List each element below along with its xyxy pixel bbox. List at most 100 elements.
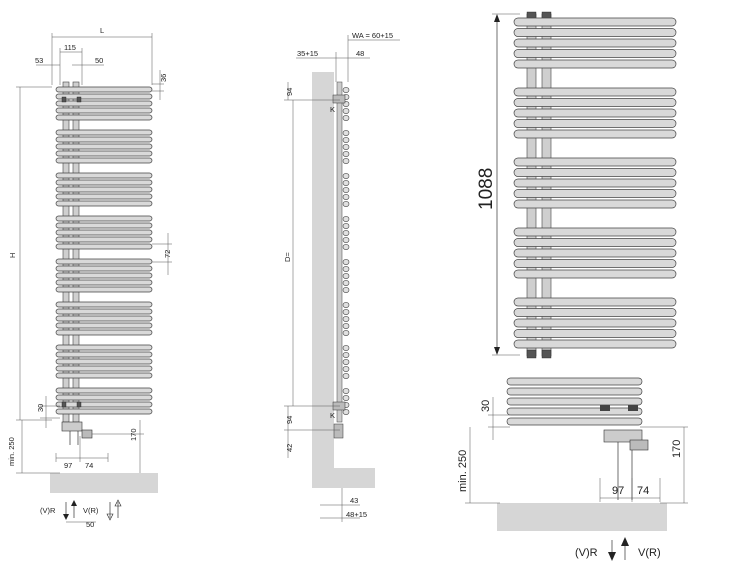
detail-lower-bracket	[600, 405, 610, 411]
front-tube	[55, 387, 153, 394]
detail-tube	[513, 248, 677, 258]
dim-94-top: 94	[285, 88, 294, 96]
detail-tube	[513, 308, 677, 317]
front-tube	[55, 179, 153, 186]
side-tube-section	[342, 366, 350, 372]
label-v-r-detail: V(R)	[638, 547, 661, 559]
side-tube-section	[342, 302, 350, 308]
detail-tube	[513, 38, 677, 48]
front-tube	[55, 308, 153, 315]
side-tube-section	[342, 87, 350, 93]
side-tube-section	[342, 388, 350, 394]
side-tube-section	[342, 223, 350, 229]
detail-tube	[513, 339, 677, 349]
detail-lower-tube	[506, 387, 643, 396]
dim-115: 115	[64, 43, 76, 52]
side-tube-section	[342, 273, 350, 279]
dim-170-front: 170	[129, 428, 138, 441]
front-tube	[55, 372, 153, 379]
front-tube	[55, 215, 153, 222]
side-tube-section	[342, 130, 350, 136]
side-floor	[312, 468, 375, 488]
side-tube-section	[342, 108, 350, 114]
side-tube-section	[342, 409, 350, 415]
front-cap-left	[61, 96, 67, 103]
detail-tube	[513, 59, 677, 69]
front-tube	[55, 93, 153, 100]
detail-tube	[513, 87, 677, 97]
dim-170-detail: 170	[671, 440, 683, 458]
side-tube-section	[342, 137, 350, 143]
dim-43: 43	[350, 496, 358, 505]
front-tube	[55, 365, 153, 372]
front-tube	[55, 351, 153, 358]
detail-cap-bl	[526, 349, 537, 359]
side-wall	[312, 72, 334, 487]
side-tube-section	[342, 151, 350, 157]
dim-53: 53	[35, 56, 43, 65]
front-tube	[55, 279, 153, 286]
side-valve	[333, 423, 344, 439]
dim-42: 42	[285, 444, 294, 452]
front-tube	[55, 358, 153, 365]
dim-min250-detail: min. 250	[457, 450, 469, 492]
front-tube	[55, 329, 153, 336]
dim-36: 36	[159, 74, 168, 82]
side-tube-section	[342, 316, 350, 322]
dim-30-front: 30	[36, 404, 45, 412]
detail-tube	[513, 129, 677, 139]
side-tube-section	[342, 373, 350, 379]
dim-97-detail: 97	[612, 485, 624, 497]
side-tube-section	[342, 158, 350, 164]
side-tube-section	[342, 194, 350, 200]
side-tube-section	[342, 395, 350, 401]
dim-1088: 1088	[476, 168, 497, 210]
front-tube	[55, 344, 153, 351]
front-tube	[55, 129, 153, 136]
front-tube	[55, 394, 153, 401]
detail-tube	[513, 49, 677, 58]
detail-floor	[497, 503, 667, 531]
label-vr-detail: (V)R	[575, 547, 598, 559]
front-tube	[55, 236, 153, 243]
side-tube-section	[342, 323, 350, 329]
front-cap-right	[76, 96, 82, 103]
front-valve	[61, 421, 93, 445]
detail-tube	[513, 98, 677, 107]
side-tube-section	[342, 115, 350, 121]
detail-tube	[513, 297, 677, 307]
side-tube-section	[342, 280, 350, 286]
detail-cap-br	[541, 349, 552, 359]
detail-tube	[513, 269, 677, 279]
front-tube	[55, 315, 153, 322]
dim-97-front: 97	[64, 461, 72, 470]
detail-tube-stack	[513, 17, 677, 349]
front-tube	[55, 114, 153, 121]
front-view: L 115 53 50 36 H 72 30 min. 250 170	[7, 26, 172, 529]
side-tube-section	[342, 259, 350, 265]
dim-72: 72	[163, 250, 172, 258]
front-tube	[55, 157, 153, 164]
side-tube-profile	[342, 87, 350, 415]
side-tube-section	[342, 230, 350, 236]
detail-tube	[513, 259, 677, 268]
front-tube	[55, 150, 153, 157]
front-tube	[55, 222, 153, 229]
side-tube-section	[342, 237, 350, 243]
side-tube-section	[342, 144, 350, 150]
dim-30-detail: 30	[480, 400, 492, 412]
detail-tube	[513, 168, 677, 177]
detail-tube	[513, 17, 677, 27]
front-tube	[55, 200, 153, 207]
front-tube	[55, 100, 153, 107]
side-tube-section	[342, 216, 350, 222]
side-view: K K WA = 60+15 35+15 48 94 D= 94 42 43 4…	[283, 31, 400, 522]
dim-35-15: 35+15	[297, 49, 318, 58]
front-tube-stack	[55, 86, 153, 415]
front-cap-bl	[61, 401, 67, 408]
side-tube-section	[342, 187, 350, 193]
dim-48: 48	[356, 49, 364, 58]
dim-wa: WA = 60+15	[352, 31, 393, 40]
detail-valve	[603, 429, 649, 500]
